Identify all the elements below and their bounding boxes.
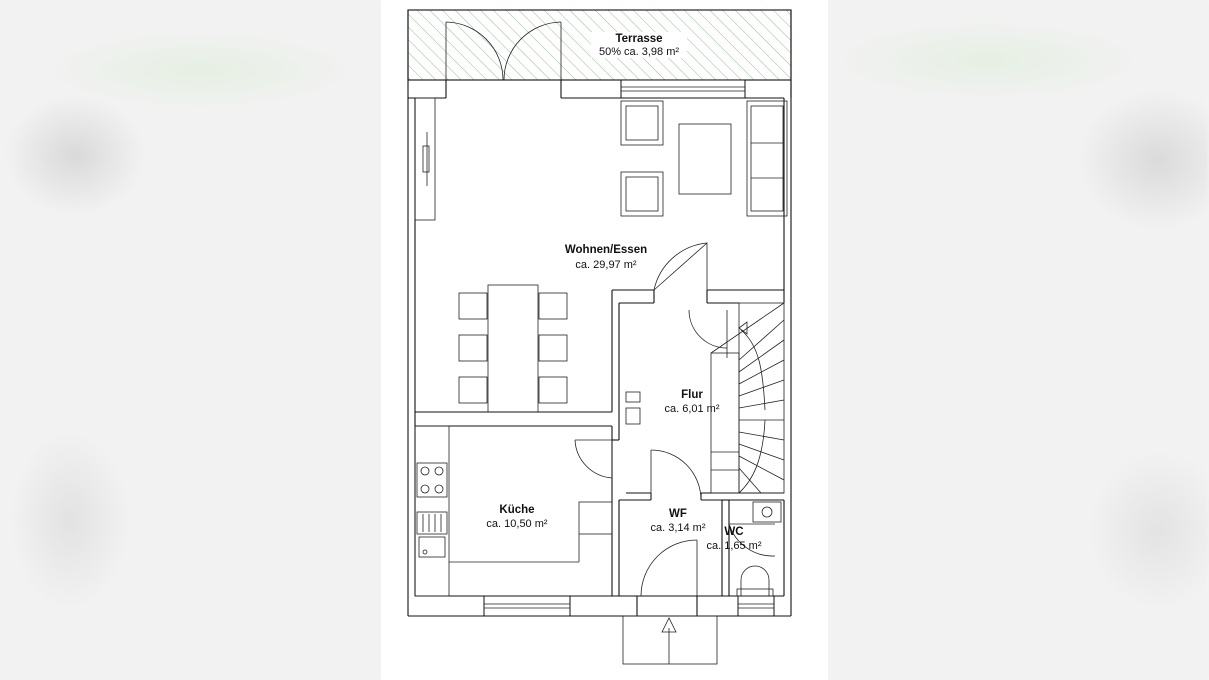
window-wc bbox=[737, 595, 775, 617]
window-living-top bbox=[620, 79, 746, 99]
sink-drainer bbox=[416, 511, 448, 535]
room-name-wc: WC bbox=[724, 526, 743, 538]
room-area-terrasse: 50% ca. 3,98 m² bbox=[599, 46, 679, 58]
blurred-background-right bbox=[828, 0, 1209, 680]
flur-fixtures bbox=[625, 391, 641, 425]
interior-doors bbox=[574, 242, 776, 597]
room-name-flur: Flur bbox=[681, 389, 703, 401]
room-area-wc: ca. 1,65 m² bbox=[706, 540, 761, 552]
sink bbox=[418, 536, 446, 558]
interior-walls bbox=[415, 289, 784, 616]
entrance-arrow bbox=[661, 617, 677, 633]
dining-table-set bbox=[458, 284, 568, 413]
windows bbox=[483, 79, 775, 617]
room-area-wohnen: ca. 29,97 m² bbox=[575, 259, 636, 271]
toilet bbox=[740, 565, 770, 596]
room-name-wf: WF bbox=[669, 508, 687, 520]
room-name-terrasse: Terrasse bbox=[615, 33, 662, 45]
room-name-wohnen: Wohnen/Essen bbox=[565, 244, 647, 256]
floor-plan: Terrasse 50% ca. 3,98 m² Wohnen/Essen ca… bbox=[381, 0, 828, 680]
window-kitchen bbox=[483, 595, 571, 617]
sofa bbox=[746, 100, 788, 217]
room-name-kueche: Küche bbox=[499, 504, 534, 516]
blurred-background-left bbox=[0, 0, 381, 680]
coffee-table bbox=[678, 123, 732, 195]
kitchen-counter bbox=[578, 501, 613, 535]
room-area-wf: ca. 3,14 m² bbox=[650, 522, 705, 534]
kitchen-fixtures bbox=[414, 425, 613, 597]
washbasin bbox=[752, 501, 782, 523]
living-cabinet bbox=[414, 97, 436, 221]
room-area-kueche: ca. 10,50 m² bbox=[486, 518, 547, 530]
entrance bbox=[622, 615, 718, 665]
floor-plan-drawing: Terrasse 50% ca. 3,98 m² Wohnen/Essen ca… bbox=[407, 9, 792, 665]
terrace bbox=[407, 9, 792, 81]
terrace-label-background bbox=[591, 32, 687, 58]
stove bbox=[416, 462, 448, 498]
living-furniture bbox=[620, 100, 788, 217]
staircase bbox=[710, 302, 785, 494]
wc-fixtures bbox=[736, 501, 782, 597]
terrace-double-door bbox=[445, 21, 562, 81]
room-area-flur: ca. 6,01 m² bbox=[664, 403, 719, 415]
